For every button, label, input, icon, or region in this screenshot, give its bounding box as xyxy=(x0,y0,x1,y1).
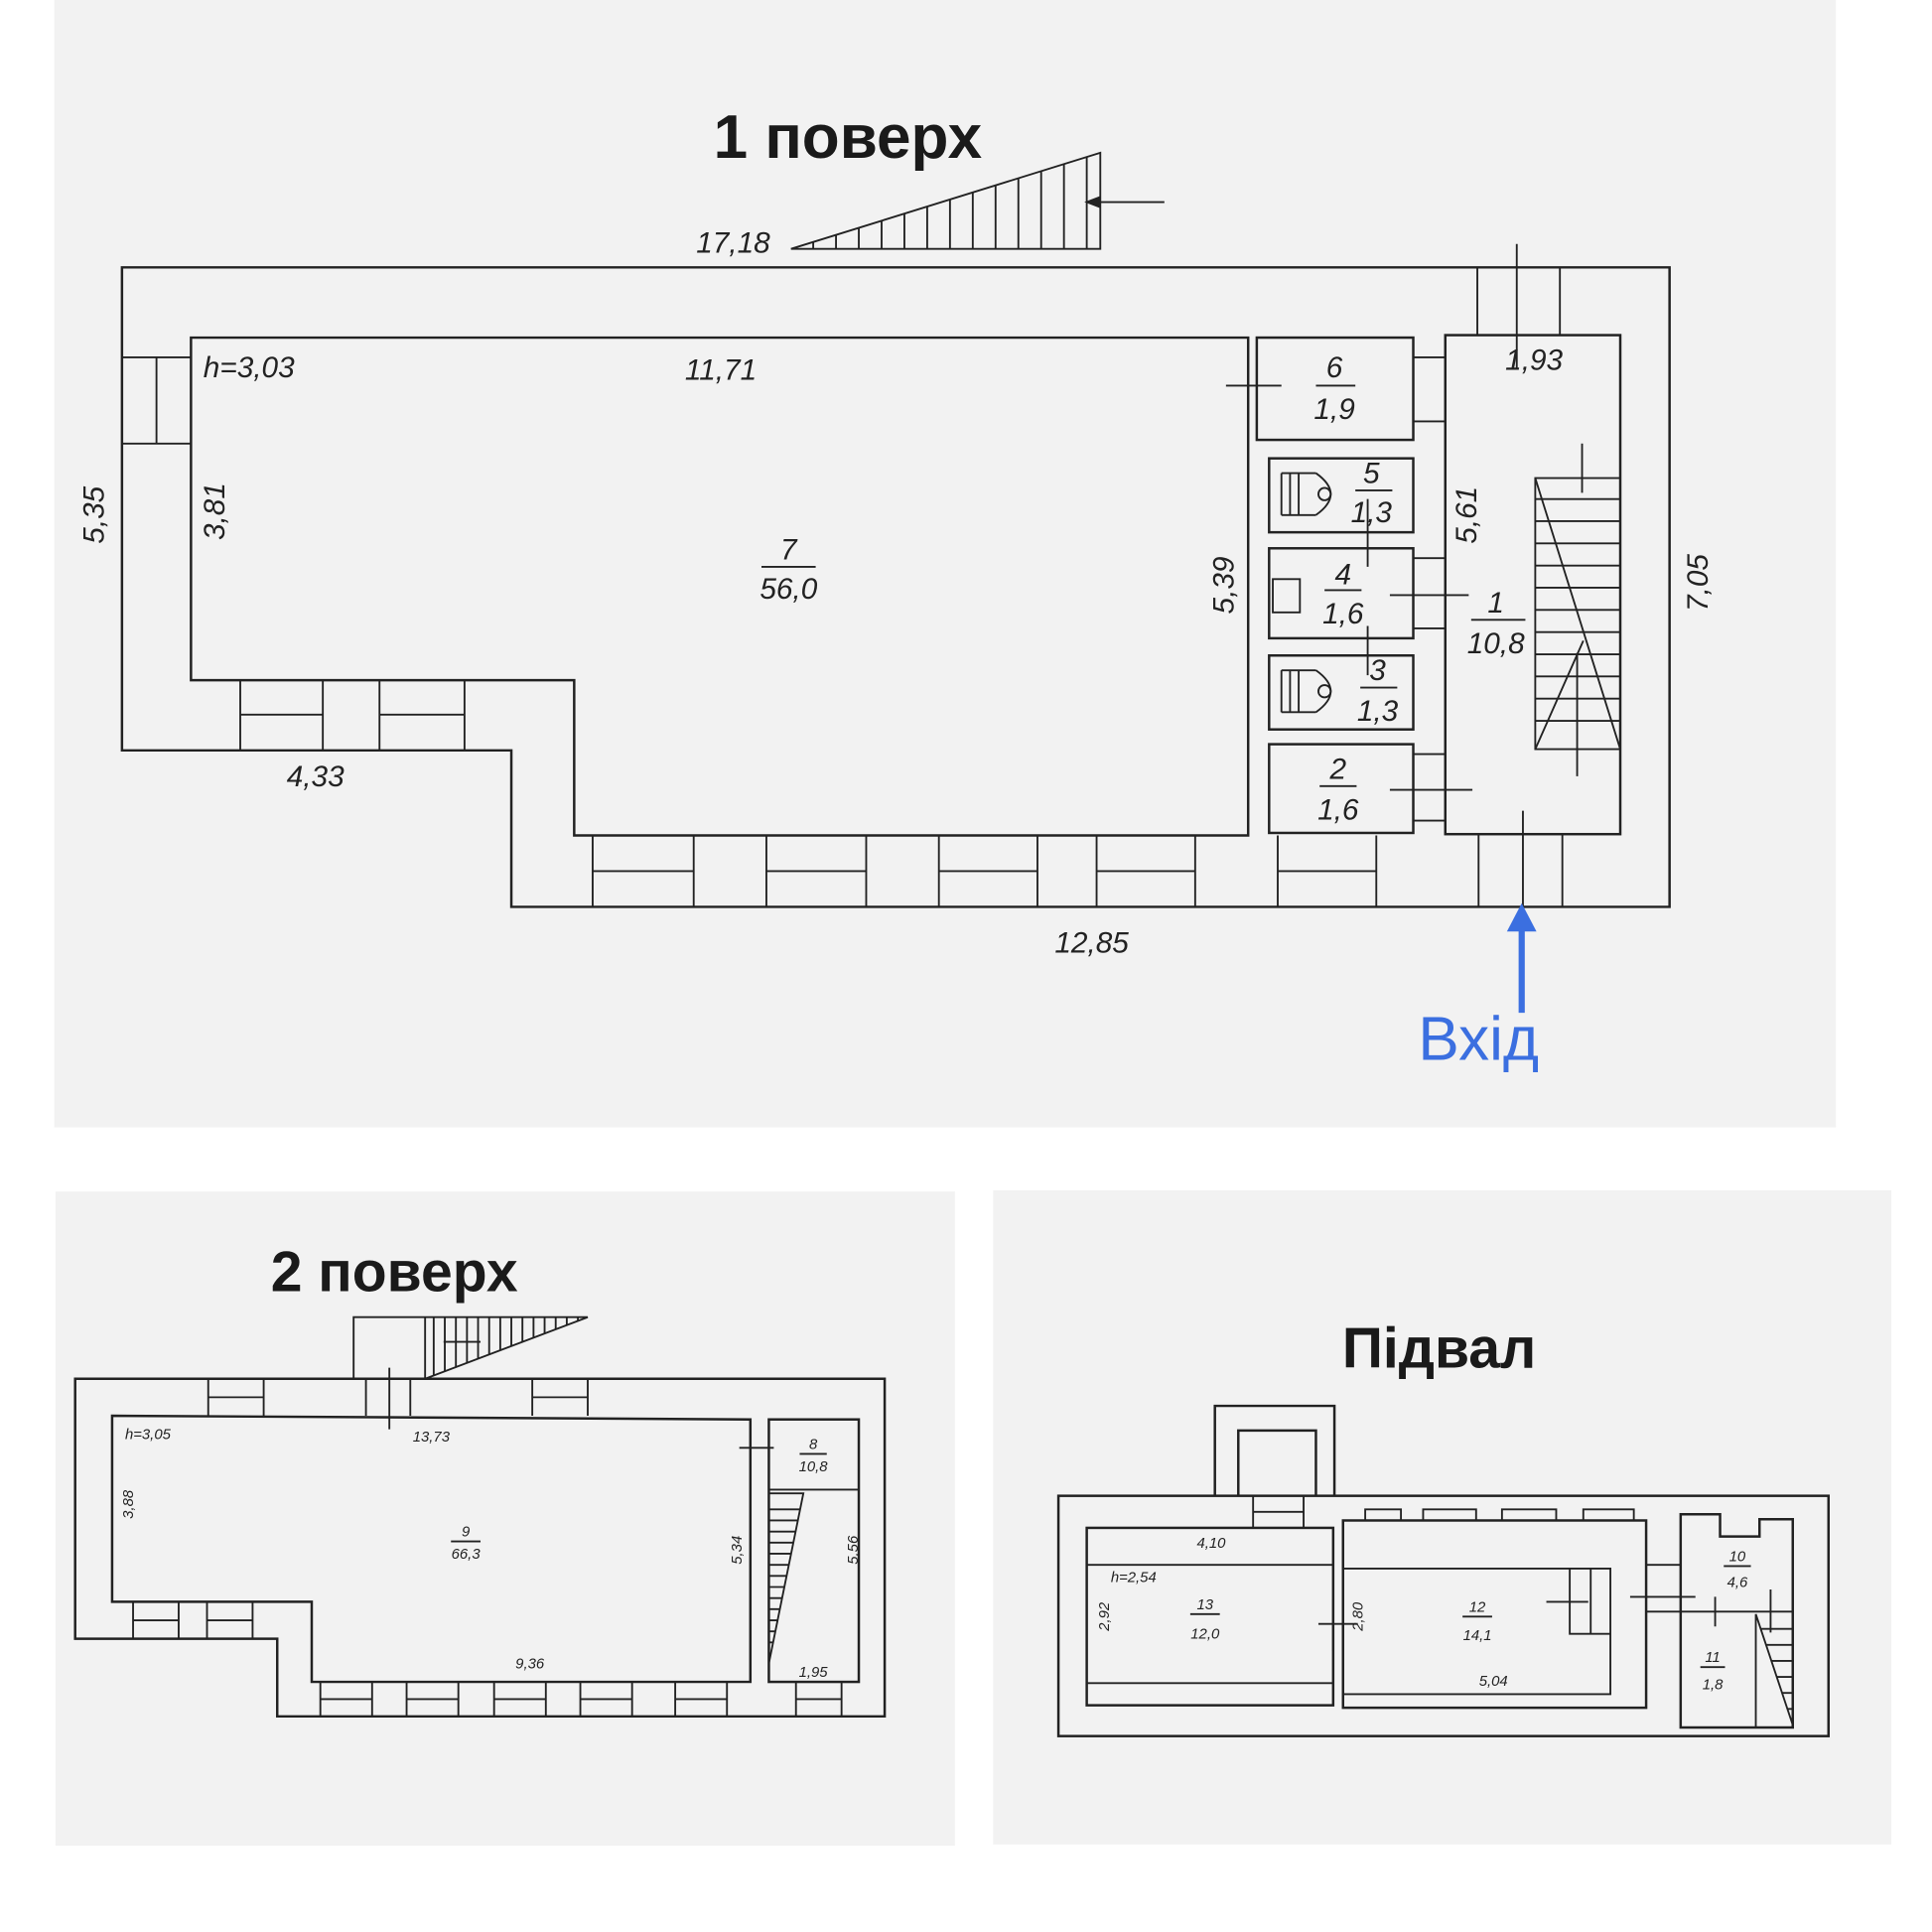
room-area: 10,8 xyxy=(1467,627,1525,660)
room-8 xyxy=(767,1418,861,1684)
room-label-11: 111,8 xyxy=(1700,1650,1725,1694)
dim-stair-height: 5,61 xyxy=(1450,486,1483,544)
floor-2-panel xyxy=(55,1191,955,1847)
dim-top-outer: 17,18 xyxy=(696,226,770,259)
entrance-marker: Вхід xyxy=(1418,902,1539,1073)
room-label-2: 21,6 xyxy=(1317,753,1359,826)
outer-wall xyxy=(73,1377,887,1719)
dim-room7-right: 5,39 xyxy=(1207,557,1240,615)
room-label-9: 966,3 xyxy=(451,1525,481,1563)
dim-bottom: 9,36 xyxy=(515,1656,545,1672)
entrance-label: Вхід xyxy=(1418,1005,1539,1073)
details xyxy=(1086,1495,1794,1727)
ceiling-height: h=3,03 xyxy=(204,351,295,384)
outer-wall xyxy=(120,266,1671,908)
floor-2-title: 2 поверх xyxy=(271,1241,518,1305)
room-label-5: 51,3 xyxy=(1351,458,1393,530)
room-label-1: 110,8 xyxy=(1467,587,1526,660)
room-number: 3 xyxy=(1369,654,1386,687)
room-5 xyxy=(1268,457,1415,534)
ceiling-height: h=3,05 xyxy=(125,1428,172,1444)
room-number: 7 xyxy=(780,533,798,566)
basement-panel xyxy=(993,1189,1892,1845)
dim-room13-top: 4,10 xyxy=(1196,1536,1226,1552)
room-10-11 xyxy=(1679,1513,1794,1729)
room-area: 4,6 xyxy=(1727,1576,1748,1591)
room-area: 10,8 xyxy=(799,1459,829,1475)
entrance-stairs xyxy=(790,151,1165,250)
entry-shaft xyxy=(1213,1404,1336,1496)
dim-left-inner: 3,81 xyxy=(199,483,231,540)
room-4 xyxy=(1268,547,1415,640)
room-label-3: 31,3 xyxy=(1357,654,1399,728)
dim-room13-left: 2,92 xyxy=(1097,1601,1113,1632)
room-area: 14,1 xyxy=(1463,1628,1492,1644)
dim-stair-width: 1,93 xyxy=(1505,344,1563,376)
room-9 xyxy=(110,1414,753,1684)
room-number: 10 xyxy=(1729,1549,1746,1565)
room-area: 56,0 xyxy=(759,573,817,606)
room-number: 5 xyxy=(1363,458,1380,490)
room-area: 66,3 xyxy=(452,1547,482,1563)
room-number: 9 xyxy=(462,1525,470,1541)
interior-stairs xyxy=(1534,443,1621,776)
room-7 xyxy=(190,336,1250,837)
room-label-7: 756,0 xyxy=(759,533,817,606)
room-number: 1 xyxy=(1487,587,1504,620)
basement-title: Підвал xyxy=(1342,1317,1536,1381)
dim-room7-top: 11,71 xyxy=(685,353,757,386)
toilet-icons xyxy=(1272,472,1332,714)
windows xyxy=(132,1315,860,1717)
room-area: 1,3 xyxy=(1357,695,1399,728)
basement-plan: Підвал 4,10 h=2,54 2,92 2,80 5,04 13 12,0… xyxy=(993,1189,1892,1845)
room-3 xyxy=(1268,654,1415,731)
dim-left: 3,88 xyxy=(121,1489,137,1519)
outer-wall xyxy=(1056,1494,1830,1737)
room-number: 2 xyxy=(1329,753,1347,785)
room-area: 1,9 xyxy=(1313,393,1354,426)
room-number: 12 xyxy=(1469,1599,1486,1615)
floor-2-plan: 2 поверх h=3,05 13,73 3,88 5,34 5,56 9,3… xyxy=(55,1191,955,1847)
floor-1-title: 1 поверх xyxy=(714,103,983,172)
floor-1-plan: 1 поверх xyxy=(54,0,1837,1128)
dim-bottom-left: 4,33 xyxy=(287,760,345,793)
windows xyxy=(121,243,1564,907)
room-area: 1,6 xyxy=(1317,793,1359,826)
dim-right-outer: 7,05 xyxy=(1682,554,1715,612)
room-6 xyxy=(1255,336,1415,442)
room-area: 1,8 xyxy=(1703,1678,1724,1694)
room-2 xyxy=(1268,743,1415,835)
dim-bottom: 12,85 xyxy=(1054,926,1129,959)
dim-left-outer: 5,35 xyxy=(77,485,110,543)
room-number: 4 xyxy=(1334,558,1351,591)
dim-right-outer: 5,56 xyxy=(846,1535,862,1565)
room-number: 8 xyxy=(809,1438,818,1453)
room-label-10: 104,6 xyxy=(1724,1549,1751,1591)
room-number: 11 xyxy=(1705,1650,1720,1666)
room-label-4: 41,6 xyxy=(1322,558,1364,630)
room-area: 12,0 xyxy=(1190,1627,1220,1643)
room-label-6: 61,9 xyxy=(1313,351,1356,426)
floor-1-panel xyxy=(54,0,1837,1128)
dim-right-inner: 5,34 xyxy=(730,1536,746,1565)
room-area: 1,6 xyxy=(1322,598,1364,630)
ceiling-height: h=2,54 xyxy=(1111,1571,1157,1587)
room-number: 13 xyxy=(1196,1597,1213,1613)
dim-room12-left: 2,80 xyxy=(1351,1601,1367,1632)
room-label-12: 12 14,1 xyxy=(1462,1599,1492,1644)
dim-stair-width: 1,95 xyxy=(799,1665,829,1681)
room-label-8: 810,8 xyxy=(799,1438,829,1475)
dim-top: 13,73 xyxy=(413,1430,451,1446)
dim-room12-bottom: 5,04 xyxy=(1479,1674,1508,1690)
room-label-13: 13 12,0 xyxy=(1189,1597,1220,1643)
room-number: 6 xyxy=(1326,351,1343,384)
room-area: 1,3 xyxy=(1351,496,1393,529)
